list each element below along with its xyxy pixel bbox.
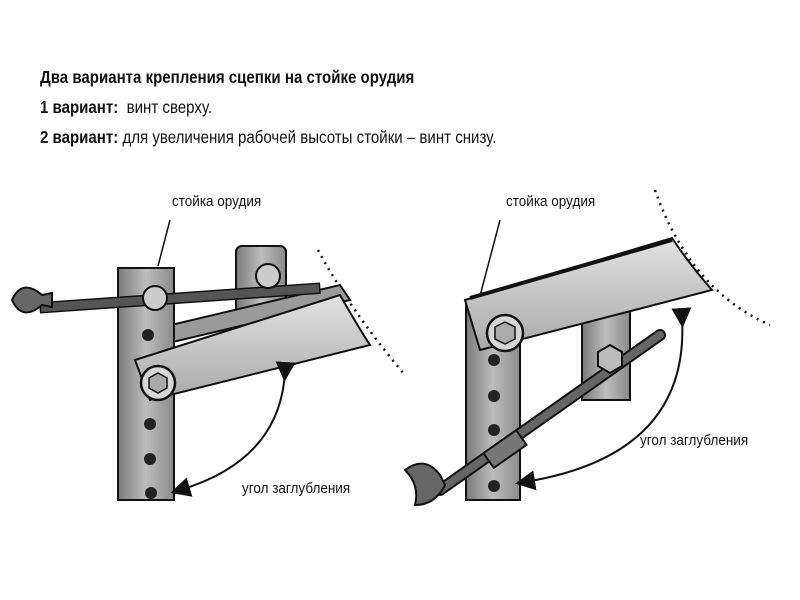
left-wing-nut-icon [10, 286, 53, 314]
left-post-holes [142, 329, 157, 499]
right-variant-drawing [403, 189, 771, 507]
right-angle-arrow [515, 307, 692, 491]
variant-1-text: винт сверху. [126, 97, 213, 117]
left-screw-rod [39, 282, 321, 314]
variant-2-line: 2 вариант: для увеличения рабочей высоты… [40, 127, 496, 148]
right-post-holes [488, 354, 500, 492]
left-post-label: стойка орудия [172, 193, 262, 210]
diagram-title: Два варианта крепления сцепки на стойке … [40, 67, 415, 87]
left-variant-drawing [10, 219, 406, 501]
left-angle-label: угол заглубления [242, 480, 351, 497]
right-wing-nut-icon [403, 462, 447, 507]
variant-2-label: 2 вариант: [40, 127, 119, 147]
right-post-label: стойка орудия [506, 193, 596, 210]
left-bracket-nut [255, 263, 281, 289]
variant-1-label: 1 вариант: [40, 97, 119, 117]
right-screw-nut [597, 343, 623, 375]
left-soil-arc [316, 249, 406, 376]
left-angle-arrow [170, 361, 296, 497]
right-soil-arc [653, 189, 771, 327]
variant-1-line: 1 вариант: винт сверху. [40, 97, 212, 118]
left-post-leader [157, 219, 171, 267]
right-angle-label: угол заглубления [640, 432, 749, 449]
variant-2-text: для увеличения рабочей высоты стойки – в… [122, 127, 497, 147]
right-post-leader [479, 219, 501, 297]
left-bolt-top [142, 285, 168, 311]
